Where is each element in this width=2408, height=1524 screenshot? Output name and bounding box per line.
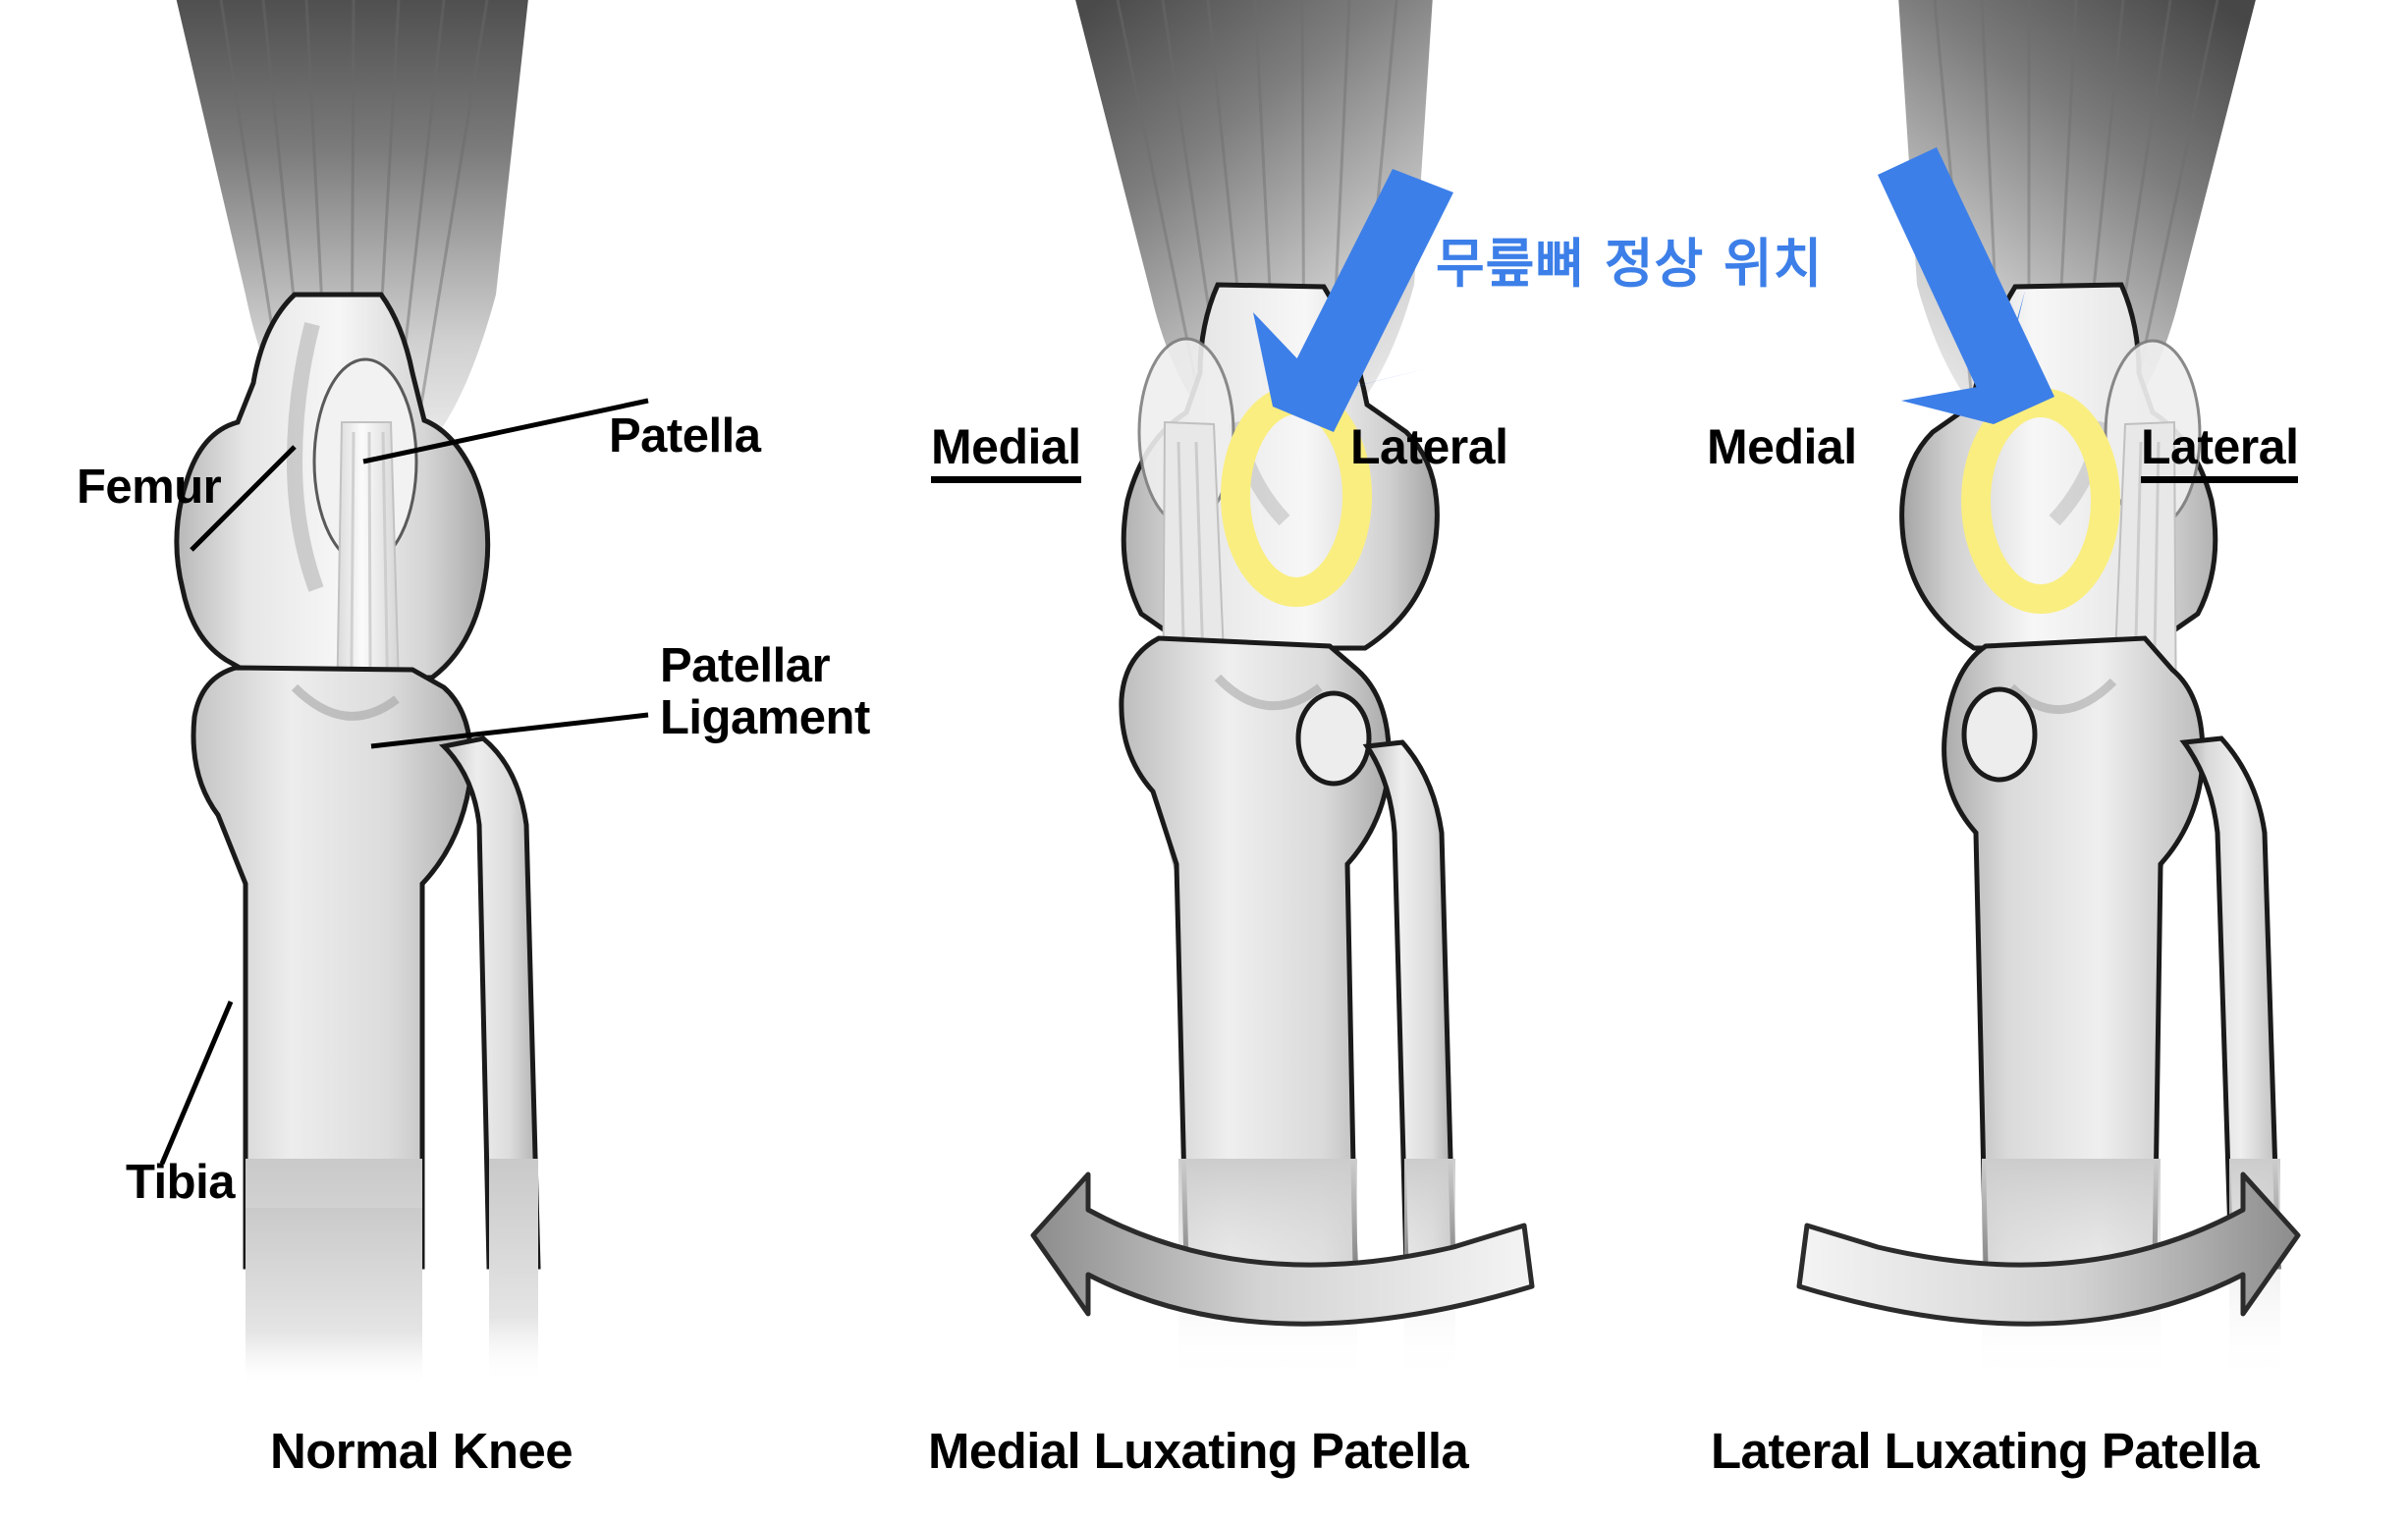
rotation-arrow-right xyxy=(1796,1171,2301,1327)
label-patella: Patella xyxy=(609,409,761,463)
medial-luxation-illustration xyxy=(1030,0,1535,1387)
fibula-bone xyxy=(438,735,541,1270)
caption-normal-knee: Normal Knee xyxy=(270,1423,574,1479)
caption-medial-luxating-patella: Medial Luxating Patella xyxy=(928,1423,1469,1479)
blue-pointer-arrow xyxy=(1878,147,2054,424)
caption-lateral-luxating-patella: Lateral Luxating Patella xyxy=(1711,1423,2260,1479)
label-medial: Medial xyxy=(931,420,1081,483)
fibula-bone xyxy=(1362,739,1456,1270)
tibia-bone xyxy=(1119,635,1392,1270)
label-patellar-ligament: Patellar Ligament xyxy=(660,639,870,744)
normal-knee-illustration xyxy=(159,0,649,1387)
leader-lines xyxy=(159,398,649,1165)
korean-annotation-normal-patella-position: 무릎뼈 정상 위치 xyxy=(1436,233,1824,295)
panel-lateral-luxating-patella: Medial Lateral Lateral Luxating Patella xyxy=(1669,0,2408,1524)
tibia-bone xyxy=(1942,635,2206,1270)
panel-normal-knee: Femur Patella Patellar Ligament Tibia No… xyxy=(0,0,923,1524)
tibial-tuberosity xyxy=(1961,686,2038,783)
rotation-arrow-left xyxy=(1030,1171,1535,1327)
label-lateral: Lateral xyxy=(1350,419,1508,474)
label-femur: Femur xyxy=(77,461,222,514)
lateral-luxation-illustration xyxy=(1796,0,2301,1387)
panel-medial-luxating-patella: Medial Lateral Medial Luxating Patella xyxy=(923,0,1669,1524)
label-lateral: Lateral xyxy=(2141,420,2299,483)
label-medial: Medial xyxy=(1707,419,1857,474)
label-tibia: Tibia xyxy=(126,1156,235,1209)
blue-pointer-arrow xyxy=(1253,169,1453,432)
tibial-tuberosity xyxy=(1295,690,1372,787)
